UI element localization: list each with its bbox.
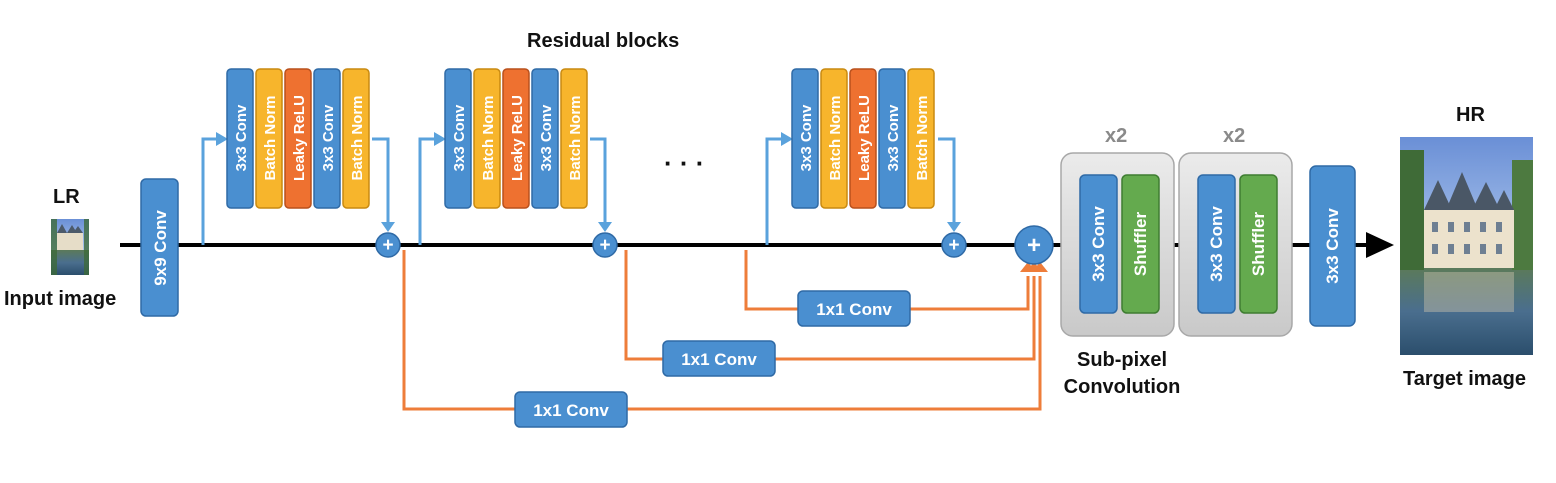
layer-label: Leaky ReLU	[291, 95, 308, 181]
layer-box	[255, 68, 283, 209]
layer-box	[473, 68, 501, 209]
layer-box	[820, 68, 848, 209]
x2-label-2: x2	[1223, 125, 1246, 147]
layer-label: 3x3 Conv	[538, 104, 555, 171]
svg-text:Shuffler: Shuffler	[1131, 212, 1150, 277]
residual-block-2: 3x3 Conv Batch Norm Leaky ReLU 3x3 Conv Batc…	[444, 68, 588, 209]
subpixel-block-2: 3x3 Conv Shuffler	[1178, 152, 1293, 337]
layer-label: Batch Norm	[567, 95, 584, 180]
subpixel-label-line2: Convolution	[1063, 376, 1181, 398]
arrow-right-icon	[1366, 232, 1394, 258]
svg-text:Shuffler: Shuffler	[1249, 212, 1268, 277]
svg-text:3x3 Conv: 3x3 Conv	[1323, 208, 1342, 284]
plus-icon: +	[599, 235, 610, 256]
subpixel-label-line1: Sub-pixel	[1076, 349, 1167, 371]
plus-node-3: +	[941, 232, 967, 258]
layer-label: 3x3 Conv	[798, 104, 815, 171]
plus-node-1: +	[375, 232, 401, 258]
x2-label-1: x2	[1105, 125, 1128, 147]
subpixel-block-1: 3x3 Conv Shuffler	[1060, 152, 1175, 337]
target-image-label: Target image	[1403, 368, 1526, 390]
residual-blocks-title: Residual blocks	[527, 30, 680, 52]
layer-label: Batch Norm	[349, 95, 366, 180]
svg-text:1x1 Conv: 1x1 Conv	[533, 401, 609, 420]
castle-photo-small	[51, 219, 89, 275]
lr-label: LR	[53, 186, 80, 208]
skip-connections	[402, 250, 1042, 411]
svg-text:1x1 Conv: 1x1 Conv	[681, 350, 757, 369]
svg-text:1x1 Conv: 1x1 Conv	[816, 300, 892, 319]
layer-box	[878, 68, 906, 209]
layer-label: 3x3 Conv	[233, 104, 250, 171]
layer-9x9-conv: 9x9 Conv	[140, 178, 179, 317]
plus-node-2: +	[592, 232, 618, 258]
plus-node-4: +	[1014, 225, 1054, 265]
layer-box	[313, 68, 341, 209]
layer-label: 3x3 Conv	[320, 104, 337, 171]
layer-box	[342, 68, 370, 209]
layer-label: Leaky ReLU	[856, 95, 873, 181]
skip-arrowheads	[1020, 262, 1048, 272]
conv1x1-box-middle: 1x1 Conv	[662, 340, 776, 377]
residual-block-3: 3x3 Conv Batch Norm Leaky ReLU 3x3 Conv Batc…	[791, 68, 935, 209]
layer-box	[284, 68, 312, 209]
residual-connectors	[201, 137, 956, 245]
input-image-label: Input image	[4, 288, 117, 310]
svg-text:9x9 Conv: 9x9 Conv	[151, 210, 170, 286]
conv1x1-boxes: 1x1 Conv 1x1 Conv 1x1 Conv	[514, 290, 911, 428]
svg-text:3x3 Conv: 3x3 Conv	[1089, 206, 1108, 282]
layer-label: Batch Norm	[262, 95, 279, 180]
layer-label: 3x3 Conv	[451, 104, 468, 171]
layer-box	[907, 68, 935, 209]
conv1x1-box-top: 1x1 Conv	[797, 290, 911, 327]
layer-label: Batch Norm	[827, 95, 844, 180]
layer-label: Leaky ReLU	[509, 95, 526, 181]
layer-box	[502, 68, 530, 209]
castle-photo-large	[1400, 137, 1533, 355]
layer-box	[531, 68, 559, 209]
residual-arrowheads	[216, 132, 961, 232]
sum-nodes: + + + +	[375, 225, 1054, 265]
svg-text:3x3 Conv: 3x3 Conv	[1207, 206, 1226, 282]
plus-icon: +	[948, 235, 959, 256]
residual-blocks: 3x3 Conv Batch Norm Leaky ReLU 3x3 Conv Batc…	[226, 68, 935, 209]
layer-box	[560, 68, 588, 209]
layer-label: 3x3 Conv	[885, 104, 902, 171]
layer-label: Batch Norm	[480, 95, 497, 180]
layer-final-conv: 3x3 Conv	[1309, 165, 1356, 327]
layer-box	[226, 68, 254, 209]
conv1x1-box-bottom: 1x1 Conv	[514, 391, 628, 428]
hr-label: HR	[1456, 104, 1485, 126]
plus-icon: +	[1027, 232, 1041, 259]
layer-label: Batch Norm	[914, 95, 931, 180]
residual-block-1: 3x3 Conv Batch Norm Leaky ReLU 3x3 Conv Batc…	[226, 68, 370, 209]
layer-box	[444, 68, 472, 209]
layer-box	[849, 68, 877, 209]
layer-box	[791, 68, 819, 209]
plus-icon: +	[382, 235, 393, 256]
ellipsis: · · ·	[664, 148, 705, 178]
